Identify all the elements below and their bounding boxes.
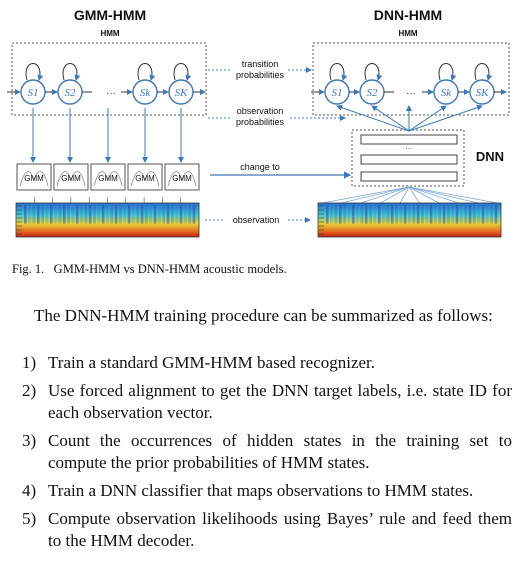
intro-paragraph: The DNN-HMM training procedure can be su… [34,306,493,325]
state-label: S1 [332,87,343,99]
gmm-box: GMM [127,163,163,191]
dnn-layer-3 [360,171,458,182]
gmm-hmm-title: GMM-HMM [74,7,146,23]
step-text: Count the occurrences of hidden states i… [48,431,512,472]
dnn-label: DNN [476,149,504,164]
state-label: S1 [28,87,39,99]
state-node: SK [469,63,495,105]
training-steps-list: 1) Train a standard GMM-HMM based recogni… [12,352,512,558]
gmm-box-label: GMM [98,174,118,183]
step-text: Train a standard GMM-HMM based recognize… [48,353,376,372]
observation-prob-label-2: probabilities [236,117,285,127]
observation-prob-label-1: observation [237,106,284,116]
gmm-box: GMM [90,163,126,191]
figure-caption: Fig. 1. GMM-HMM vs DNN-HMM acoustic mode… [12,262,287,276]
step-item: 3) Count the occurrences of hidden states… [12,430,512,474]
dnn-arrows [336,104,483,132]
step-number: 5) [22,509,37,528]
gmm-hmm-states: S1 S2 Sk SK [7,63,206,105]
step-text: Compute observation likelihoods using Ba… [48,509,512,550]
gmm-arrows [30,108,184,163]
dnn-layer-1 [360,134,458,145]
gmm-box-label: GMM [135,174,155,183]
left-states-ellipsis: ··· [106,88,116,99]
dnn-input-fan [321,186,498,204]
state-label: Sk [140,87,152,99]
state-label: Sk [441,87,453,99]
state-node: S1 [20,63,46,105]
step-item: 4) Train a DNN classifier that maps obser… [12,480,512,502]
dnn-layer-2 [360,154,458,165]
state-label: SK [175,87,189,99]
step-number: 2) [22,381,37,400]
right-states-ellipsis: ··· [406,88,416,99]
gmm-box-label: GMM [172,174,192,183]
step-item: 1) Train a standard GMM-HMM based recogni… [12,352,512,374]
gmm-hmm-box [11,42,207,116]
step-item: 5) Compute observation likelihoods using … [12,508,512,552]
change-to-label: change to [240,162,280,172]
step-item: 2) Use forced alignment to get the DNN ta… [12,380,512,424]
dnn-hmm-box [312,42,510,116]
state-label: S2 [367,87,379,99]
transition-label-2: probabilities [236,70,285,80]
state-node: S1 [324,63,350,105]
observation-label: observation [233,215,280,225]
spectrogram-right [317,202,502,238]
gmm-box: GMM [164,163,200,191]
gmm-box-label: GMM [24,174,44,183]
dnn-dots: ··· [405,144,413,153]
state-node: S2 [359,63,385,105]
step-text: Use forced alignment to get the DNN targ… [48,381,512,422]
dnn-hmm-states: S1 S2 Sk SK [311,63,507,105]
step-number: 1) [22,353,37,372]
state-node: Sk [132,63,158,105]
state-node: Sk [433,63,459,105]
state-node: S2 [57,63,83,105]
dnn-hmm-subtitle: HMM [398,29,417,38]
gmm-box: GMM [53,163,89,191]
dnn-hmm-title: DNN-HMM [374,7,442,23]
step-text: Train a DNN classifier that maps observa… [48,481,474,500]
gmm-boxes: GMM GMM GMM GMM GMM [16,163,200,191]
gmm-box-label: GMM [61,174,81,183]
transition-label-1: transition [242,59,279,69]
gmm-box: GMM [16,163,52,191]
step-number: 4) [22,481,37,500]
state-label: SK [476,87,490,99]
spectrogram-left [15,197,200,238]
state-node: SK [168,63,194,105]
step-number: 3) [22,431,37,450]
state-label: S2 [65,87,77,99]
gmm-hmm-subtitle: HMM [100,29,119,38]
